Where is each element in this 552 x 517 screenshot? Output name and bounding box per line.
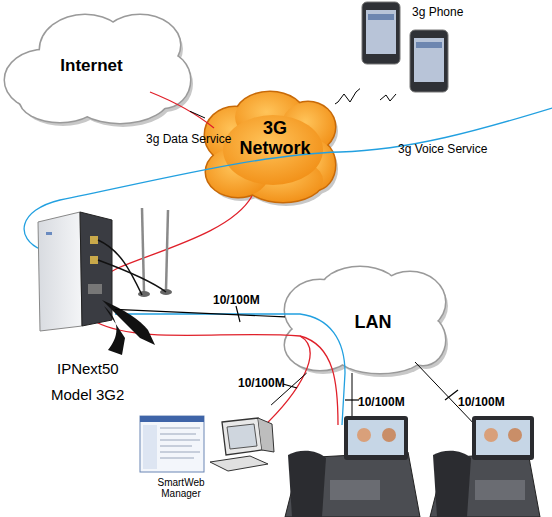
monitor-side xyxy=(258,418,274,452)
phone-group: 3g Phone xyxy=(360,0,455,96)
video-phone-handset xyxy=(433,451,471,517)
node-title: 3g Phone xyxy=(412,6,482,19)
antenna xyxy=(166,210,168,290)
screenshot-titlebar xyxy=(140,416,204,422)
tick-mark xyxy=(445,390,458,400)
cloud-fill xyxy=(205,92,335,202)
device-side xyxy=(80,212,112,326)
cloud-fill xyxy=(285,267,445,373)
phone-body xyxy=(410,30,448,92)
data-service-wire xyxy=(96,322,310,428)
node-subtitle: Model 3G2 xyxy=(51,387,151,404)
node-title: 3G Network xyxy=(230,119,320,159)
tick-mark xyxy=(236,306,240,322)
internet-cloud: Internet xyxy=(5,15,190,125)
network-cloud: 3G Network xyxy=(205,92,335,202)
screenshot-sidebar xyxy=(143,425,157,469)
link-speed: 10/100M xyxy=(358,396,405,409)
cloud-outline xyxy=(285,267,445,373)
link-speed: 10/100M xyxy=(213,294,260,307)
stubby-antenna xyxy=(104,306,125,355)
keypad xyxy=(475,480,525,500)
phone-screen-bar xyxy=(368,14,394,20)
link-speed: 10/100M xyxy=(458,396,505,409)
stubby-antenna xyxy=(102,300,155,345)
antenna-cable xyxy=(98,260,166,292)
node-title: SmartWeb Manager xyxy=(152,477,210,499)
screenshot-window xyxy=(140,416,204,472)
monitor xyxy=(222,418,262,455)
cloud-outline xyxy=(205,92,335,202)
face xyxy=(357,428,371,442)
video-phone-handset xyxy=(288,451,326,517)
device-front xyxy=(38,212,82,331)
network-link xyxy=(115,309,285,317)
keypad xyxy=(330,480,380,500)
phone-screen xyxy=(414,38,444,82)
tick-mark xyxy=(345,399,359,400)
service-label: 3g Data Service xyxy=(146,133,231,146)
node-title: Internet xyxy=(0,57,184,76)
device-port xyxy=(88,284,102,294)
phone-screen xyxy=(366,10,396,54)
device-port xyxy=(90,256,98,264)
network-link xyxy=(190,111,205,118)
gateway-device: IPNext50Model 3G2 xyxy=(35,205,115,410)
device-led xyxy=(46,232,52,235)
antenna-cable xyxy=(98,240,142,295)
face xyxy=(382,428,396,442)
video-phone-screen-frame xyxy=(344,416,408,460)
face xyxy=(484,428,498,442)
video-phone-screen xyxy=(476,420,530,455)
lan-wire xyxy=(415,362,478,428)
management-pc: SmartWeb Manager xyxy=(140,405,280,515)
monitor-screen xyxy=(227,424,257,449)
phone-screen-bar xyxy=(416,42,442,48)
screenshot-lines xyxy=(160,428,200,458)
face xyxy=(508,428,522,442)
node-title: LAN xyxy=(343,313,403,333)
device-port xyxy=(90,236,98,244)
wireless-symbol xyxy=(380,94,396,101)
video-phone-screen-frame xyxy=(472,416,534,460)
data-service-wire xyxy=(150,92,214,128)
service-label: 3g Voice Service xyxy=(398,143,487,156)
node-title: IPNext50 xyxy=(57,361,157,378)
phone-body xyxy=(362,2,400,64)
keyboard xyxy=(210,456,268,471)
video-phone-screen xyxy=(348,420,404,455)
data-service-wire xyxy=(300,336,338,425)
lan-cloud: LAN xyxy=(285,268,445,373)
network-link xyxy=(335,89,360,104)
link-speed: 10/100M xyxy=(238,377,285,390)
voice-service-wire xyxy=(115,314,345,425)
